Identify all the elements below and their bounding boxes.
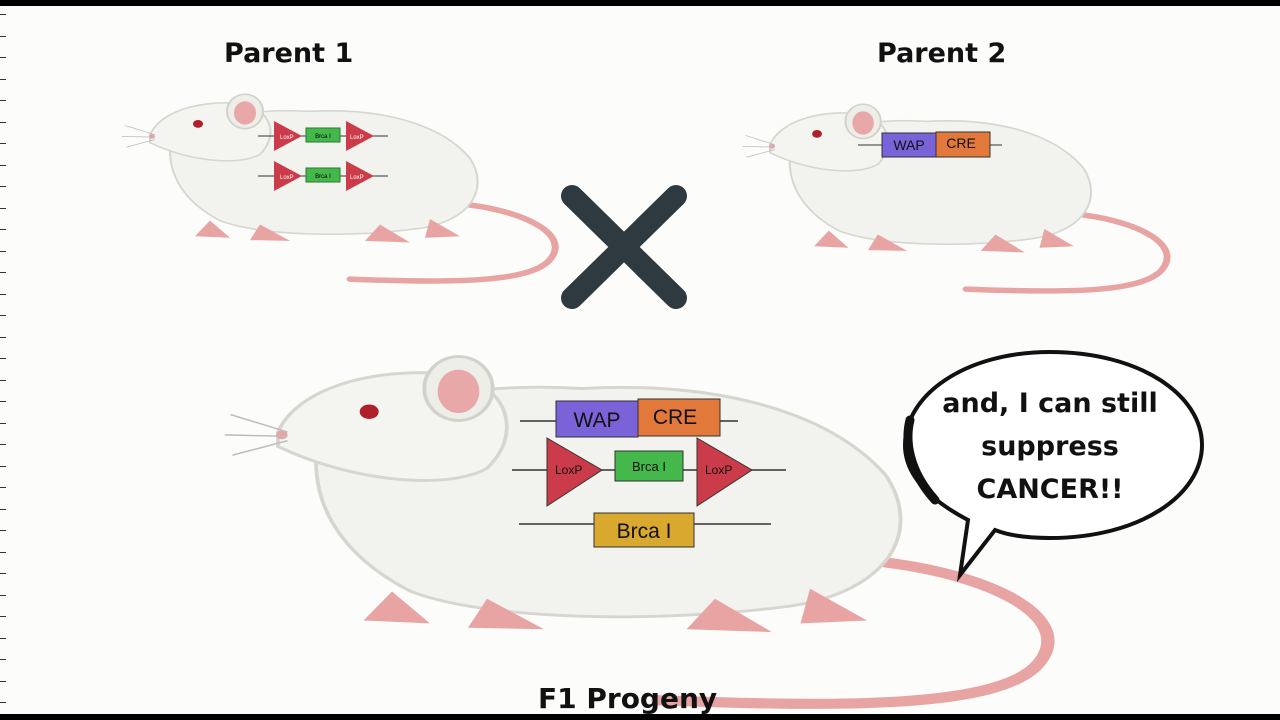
ruler-tick (0, 250, 6, 252)
speech-bubble (902, 349, 1205, 583)
ruler-tick (0, 57, 6, 58)
ruler-tick (0, 293, 6, 295)
ruler-tick (0, 78, 6, 80)
speech-bubble-text: and, I can still suppress CANCER!! (920, 382, 1180, 511)
ruler-tick (0, 121, 6, 123)
wap-label: WAP (573, 409, 620, 432)
loxp-label: LoxP (350, 135, 364, 141)
ruler-tick (0, 616, 6, 617)
ruler-tick (0, 702, 6, 703)
ruler-tick (0, 487, 6, 488)
parent1-mouse (122, 94, 555, 281)
ruler-tick (0, 401, 6, 402)
ruler-tick (0, 508, 6, 510)
top-border (0, 0, 1280, 6)
ruler-tick (0, 358, 6, 359)
ruler-tick (0, 530, 6, 531)
progeny-floxed-construct: LoxP Brca I LoxP (512, 437, 786, 507)
cre-label: CRE (946, 135, 976, 151)
speech-line-3: CANCER!! (976, 474, 1124, 505)
ruler-tick (0, 14, 6, 15)
loxp-label: LoxP (280, 135, 294, 141)
brca-label: Brca I (617, 520, 672, 543)
left-ruler (0, 6, 8, 714)
parent1-floxed-construct-top: LoxP Brca I LoxP (258, 121, 388, 151)
cross-icon (561, 185, 687, 309)
parent1-label: Parent 1 (224, 38, 354, 69)
speech-line-2: suppress (981, 431, 1119, 462)
parent1-floxed-construct-bottom: LoxP Brca I LoxP (258, 161, 388, 191)
progeny-wap-cre-construct: WAP CRE (520, 398, 738, 438)
wap-label: WAP (893, 137, 924, 153)
ruler-tick (0, 444, 6, 445)
ruler-tick (0, 143, 6, 144)
ruler-tick (0, 164, 6, 166)
progeny-brca-construct: Brca I (519, 512, 771, 548)
ruler-tick (0, 207, 6, 209)
parent2-wap-cre-construct: WAP CRE (858, 131, 1002, 158)
ruler-tick (0, 379, 6, 381)
ruler-tick (0, 35, 6, 37)
ruler-tick (0, 100, 6, 101)
ruler-tick (0, 272, 6, 273)
ruler-tick (0, 229, 6, 230)
parent2-label: Parent 2 (877, 38, 1007, 69)
ruler-tick (0, 465, 6, 467)
ruler-tick (0, 659, 6, 660)
bottom-border (0, 714, 1280, 720)
progeny-label: F1 Progeny (538, 682, 718, 715)
loxp-label: LoxP (555, 463, 582, 477)
ruler-tick (0, 186, 6, 187)
loxp-label: LoxP (705, 463, 732, 477)
speech-line-1: and, I can still (942, 388, 1158, 419)
ruler-tick (0, 594, 6, 596)
brca-flox-label: Brca I (632, 459, 666, 474)
ruler-tick (0, 315, 6, 316)
loxp-label: LoxP (350, 175, 364, 181)
loxp-label: LoxP (280, 175, 294, 181)
ruler-tick (0, 637, 6, 639)
ruler-tick (0, 422, 6, 424)
ruler-tick (0, 551, 6, 553)
cre-label: CRE (653, 406, 697, 429)
ruler-tick (0, 573, 6, 574)
brca-flox-label: Brca I (315, 134, 331, 140)
brca-flox-label: Brca I (315, 174, 331, 180)
ruler-tick (0, 336, 6, 338)
ruler-tick (0, 680, 6, 682)
